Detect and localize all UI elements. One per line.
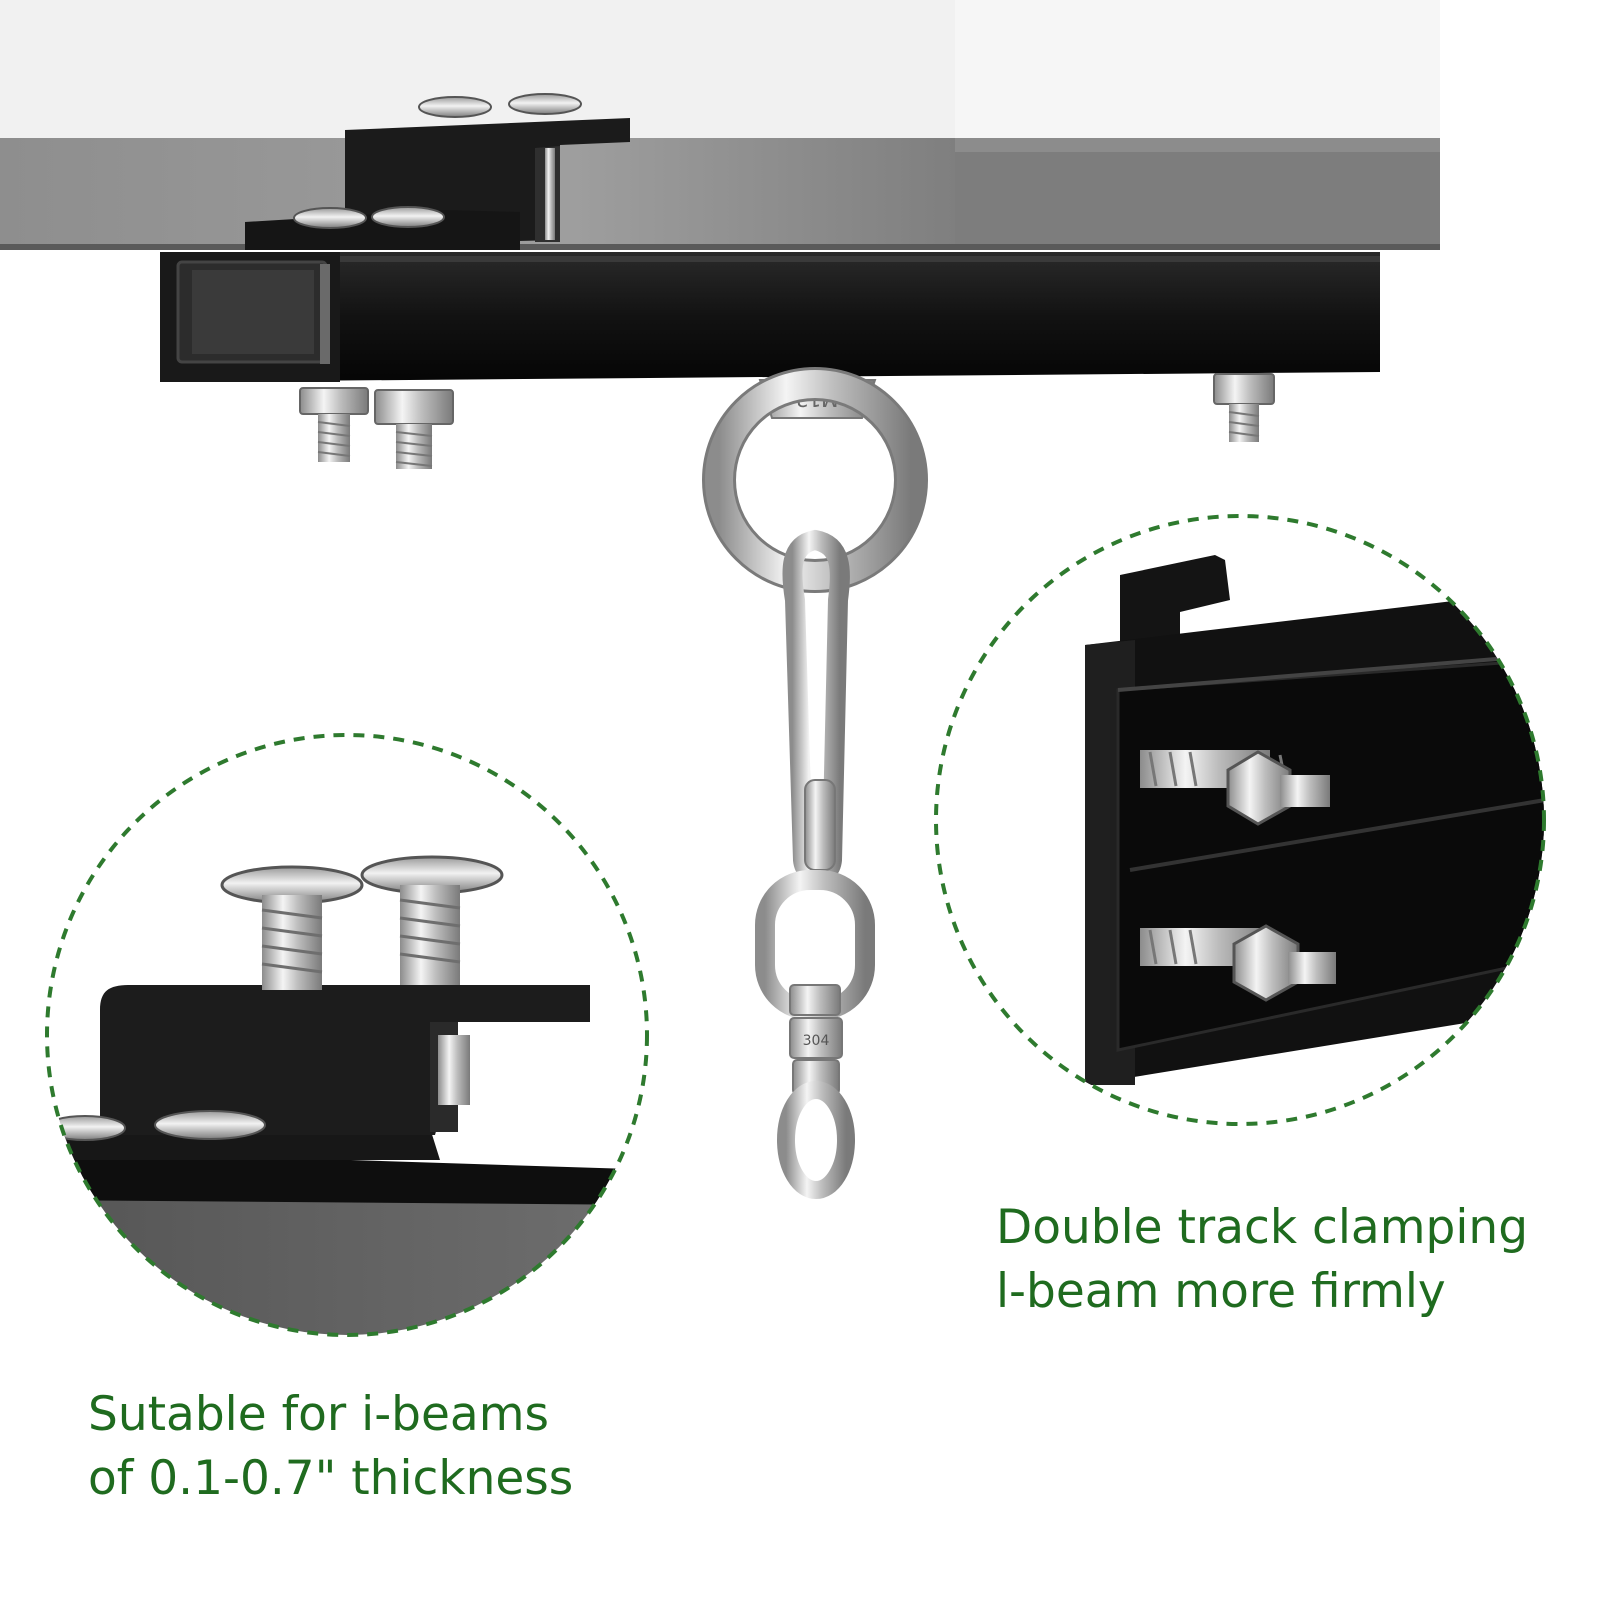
eye-bolt: M12 <box>702 367 928 593</box>
inset-left-clamp-detail <box>45 733 649 1337</box>
inset-left-dashed-ring <box>45 733 649 1337</box>
bolt-3 <box>1213 373 1275 442</box>
hex-nut-bottom <box>1140 924 1336 1002</box>
caption-double-track: Double track clamping l-beam more firmly <box>996 1196 1528 1324</box>
carriage-bolt-heads-top <box>293 93 582 229</box>
caption-double-track-line-1: Double track clamping <box>996 1200 1529 1255</box>
carriage-bolt-left <box>220 865 364 990</box>
square-tube-beam <box>160 252 1380 382</box>
inset-right-dashed-ring <box>934 514 1546 1126</box>
caption-ibeam-thickness-line-2: of 0.1-0.7" thickness <box>88 1451 574 1506</box>
swivel: 304 <box>755 870 875 1199</box>
caption-double-track-line-2: l-beam more firmly <box>996 1264 1446 1319</box>
inset-right-track-detail <box>934 514 1546 1126</box>
bolt-2 <box>374 389 454 469</box>
i-beam <box>0 0 1440 250</box>
caption-ibeam-thickness: Sutable for i-beams of 0.1-0.7" thicknes… <box>88 1383 573 1511</box>
caption-ibeam-thickness-line-1: Sutable for i-beams <box>88 1387 550 1442</box>
swivel-marking: 304 <box>803 1033 830 1049</box>
bottom-bolts <box>299 373 1275 469</box>
carriage-bolt-right <box>360 855 504 1105</box>
hex-nut-top <box>1140 750 1330 826</box>
bolt-1 <box>299 387 369 462</box>
